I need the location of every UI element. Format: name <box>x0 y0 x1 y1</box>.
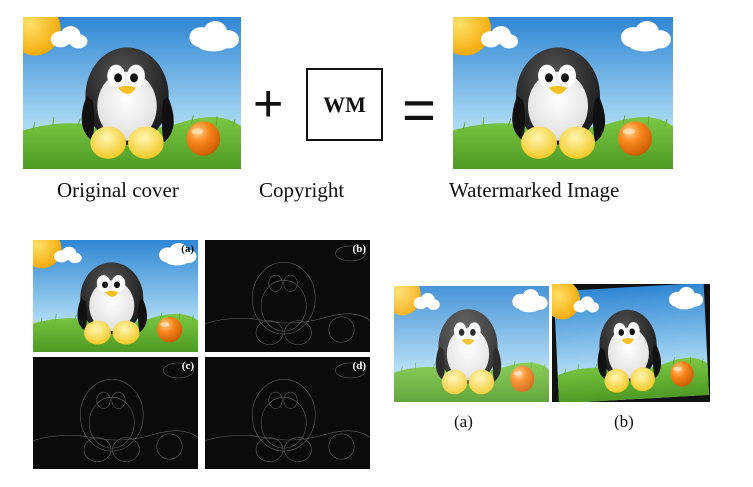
decomposition-label-c: (c) <box>181 360 194 372</box>
decomposition-label-a: (a) <box>181 243 194 255</box>
decomposition-panel-d: (d) <box>205 357 370 469</box>
decomposition-label-b: (b) <box>352 243 366 255</box>
attacked-label-b: (b) <box>614 412 634 431</box>
watermark-box-text: WM <box>323 91 366 117</box>
plus-symbol: + <box>253 75 284 133</box>
attacked-label-a: (a) <box>454 412 473 431</box>
watermarked-image <box>453 17 673 169</box>
copyright-caption: Copyright <box>259 178 345 202</box>
attacked-image-a <box>394 286 549 402</box>
decomposition-panel-b: (b) <box>205 240 370 352</box>
equals-symbol: = <box>402 78 436 143</box>
decomposition-panel-c: (c) <box>33 357 198 469</box>
decomposition-panel-a: (a) <box>33 240 198 352</box>
watermarked-caption: Watermarked Image <box>449 178 620 202</box>
original-cover-caption: Original cover <box>57 178 179 202</box>
decomposition-label-d: (d) <box>352 360 366 372</box>
watermark-box: WM <box>306 68 383 141</box>
original-cover-image <box>23 17 241 169</box>
attacked-image-b-frame <box>552 284 710 402</box>
